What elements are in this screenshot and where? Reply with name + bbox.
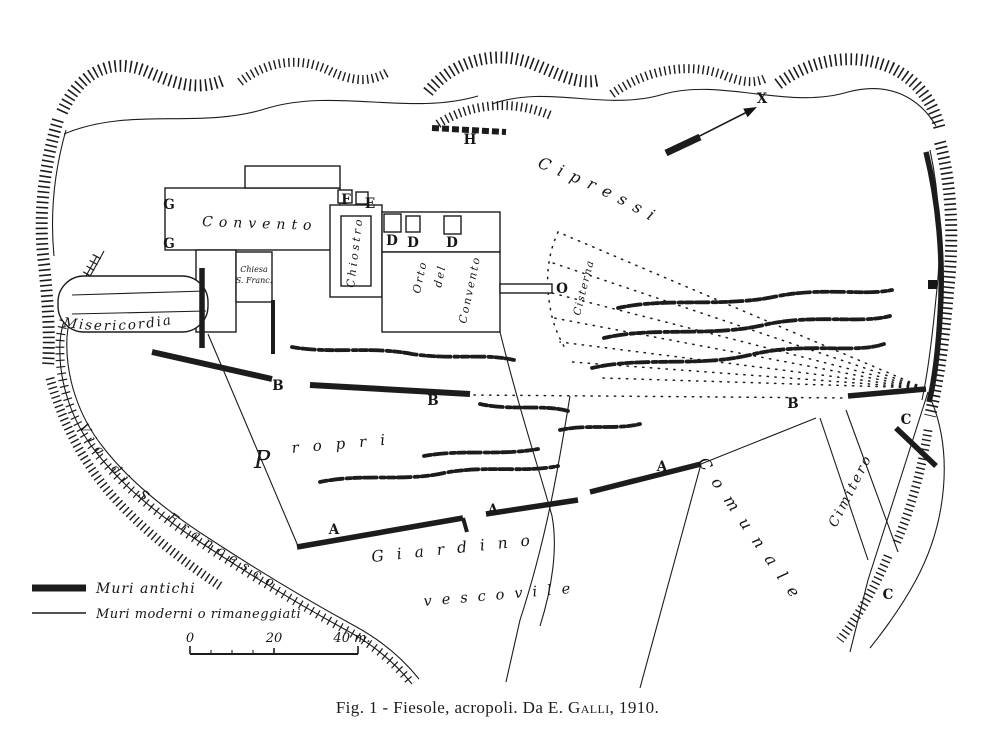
building-d3 [443,215,462,235]
marker-c1: C [901,412,912,428]
marker-o: O [556,281,568,297]
marker-a2: A [487,502,499,518]
ancient-walls [151,125,944,550]
hill-hatching [35,51,958,643]
marker-a3: A [656,459,668,475]
building-f [337,189,353,204]
caption-author: Galli [568,698,610,717]
chiesa-block [235,251,273,303]
caption-suffix: , 1910. [609,698,660,717]
scale-bar-ticks [189,646,359,654]
scale-bar-subticks [210,650,254,654]
label-convento: Convento [202,214,318,234]
wall-a2 [485,497,579,517]
svg-text:Cipressi: Cipressi [535,153,665,229]
marker-d3: D [446,235,458,251]
cistern-corridor [499,283,553,294]
property-boundary-lines [207,331,945,689]
label-cimitero: Cimitero [825,451,875,529]
wall-a-jog [461,517,469,533]
north-arrow [664,107,757,157]
marker-h: H [464,132,477,148]
site-plan-svg: Convento Chiostro Chiesa S. Franc. Orto … [32,51,958,690]
marker-letters: G G F E D D D H O X B B B A A A C C [163,91,911,603]
figure-caption: Fig. 1 - Fiesole, acropoli. Da E. Galli,… [0,698,995,718]
building-d2 [405,215,421,233]
building-d1 [383,213,402,233]
misericordia-block [57,275,209,333]
svg-text:Via di S. Francesco: Via di S. Francesco [76,421,283,594]
marker-a1: A [328,522,340,538]
label-misericordia: Misericordia [61,312,172,334]
misericordia-building [57,275,209,333]
arrow-shaft [665,109,752,154]
label-via-s-francesco: Via di S. Francesco [76,421,276,594]
marker-x: X [757,91,768,107]
label-cisterna: Cisterna [571,258,596,316]
wall-a3 [589,461,702,495]
wall-east-edge [923,151,944,403]
label-chiesa-line1: Chiesa [240,265,268,274]
convent-buildings [164,165,553,333]
marker-b2: B [427,393,438,409]
wall-b1 [151,349,273,382]
svg-text:Misericordia: Misericordia [61,312,174,334]
marker-b1: B [272,378,283,394]
vegetation-marks [290,288,894,484]
orto-del-convento-block [381,251,501,333]
arrow-head [743,107,757,118]
caption-prefix: Fig. 1 - Fiesole, acropoli. Da E. [335,698,569,717]
chiostro-courtyard [340,215,372,287]
wall-a1 [296,515,464,550]
marker-c2: C [883,587,894,603]
convento-block [164,187,341,251]
label-comunale: Comunale [694,454,799,611]
label-cipressi: Cipressi [535,153,656,229]
wall-b3 [847,386,927,399]
building-e [355,191,369,205]
svg-text:Comunale: Comunale [694,454,811,611]
marker-d1: D [386,233,398,249]
marker-g2: G [163,236,175,252]
wall-c [894,426,938,468]
label-chiesa-line2: S. Franc. [236,276,273,285]
marker-f: F [341,192,351,208]
label-vescovile: vescovile [423,580,581,610]
dotted-fan-lines [473,231,925,399]
scale-label-0: 0 [186,631,194,646]
legend-modern-label: Muri moderni o rimaneggiati [95,607,301,622]
legend-ancient-label: Muri antichi [95,581,196,597]
scale-label-40m: 40 m. [332,631,370,646]
scale-bar: 0 20 40 m. [186,631,371,655]
wall-east-tower [928,280,937,289]
marker-b3: B [787,396,798,412]
wall-b2 [309,382,471,397]
wall-h-fragment [431,125,507,135]
marker-e: E [365,196,375,212]
legend: Muri antichi Muri moderni o rimaneggiati [32,581,301,622]
scale-label-20: 20 [265,631,283,646]
label-giardino: Giardino [371,530,544,566]
label-proprieta-rest: ropri [291,430,400,457]
marker-g1: G [163,197,175,213]
label-del: del [431,263,449,288]
convento-north-annex [244,165,341,189]
label-proprieta-initial: P [253,446,271,474]
marker-d2: D [407,235,419,251]
